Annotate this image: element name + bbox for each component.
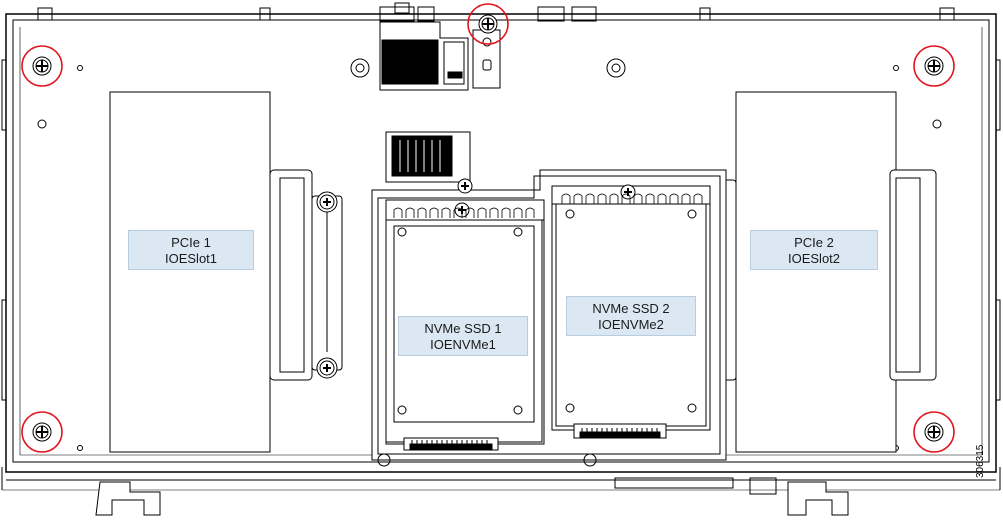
nvme-ssd-1-label-line1: NVMe SSD 1: [424, 321, 502, 336]
connector-icon: [581, 428, 658, 432]
nvme-ssd-1-label-line2: IOENVMe1: [430, 337, 496, 352]
highlight-circle-icon: [21, 411, 63, 453]
release-lever-icon: [95, 481, 161, 516]
connector-icon: [411, 440, 488, 444]
nvme-ssd-2-connector: [573, 423, 667, 439]
highlight-circle-icon: [913, 45, 955, 87]
nvme-ssd-2-label-line1: NVMe SSD 2: [592, 301, 670, 316]
nvme-ssd-1-label: NVMe SSD 1 IOENVMe1: [398, 316, 528, 356]
phillips-screw-icon: [457, 178, 473, 194]
nvme-ssd-2-label-line2: IOENVMe2: [598, 317, 664, 332]
chassis-tray: [1, 13, 1001, 491]
figure-number: 306315: [975, 444, 986, 478]
phillips-screw-icon: [478, 14, 498, 34]
pcie-slot-2-outline: [735, 91, 897, 453]
phillips-screw-icon: [32, 422, 52, 442]
ssd-top-fins: [393, 207, 535, 218]
highlight-circle-icon: [21, 3, 955, 453]
pcie-2-label-line2: IOESlot2: [787, 251, 841, 266]
phillips-screw-icon: [319, 194, 335, 210]
center-latch-bracket: [379, 21, 501, 91]
pcie-2-label: PCIe 2 IOESlot2: [750, 230, 878, 270]
phillips-screw-icon: [32, 56, 52, 76]
phillips-screw-icon: [620, 184, 636, 200]
pcie-2-label-line1: PCIe 2: [794, 235, 834, 250]
bottom-edge-hardware: [377, 453, 777, 495]
nvme-ssd-1-connector: [403, 437, 499, 451]
pcie-1-label-line1: PCIe 1: [171, 235, 211, 250]
ssd-top-fins: [561, 193, 703, 204]
highlight-circle-icon: [913, 411, 955, 453]
phillips-screw-icon: [924, 56, 944, 76]
top-edge-hardware: [37, 2, 955, 22]
heatsink-icon: [385, 131, 471, 183]
highlight-circle-icon: [467, 3, 509, 45]
highlight-circle-icon: [21, 45, 63, 87]
phillips-screw-icon: [319, 360, 335, 376]
release-lever-icon: [787, 481, 849, 516]
nvme-ssd-2-label: NVMe SSD 2 IOENVMe2: [566, 296, 696, 336]
pcie-1-label-line2: IOESlot1: [164, 251, 218, 266]
phillips-screw-icon: [924, 422, 944, 442]
pcie-slot-1-outline: [109, 91, 271, 453]
pcie-1-label: PCIe 1 IOESlot1: [128, 230, 254, 270]
